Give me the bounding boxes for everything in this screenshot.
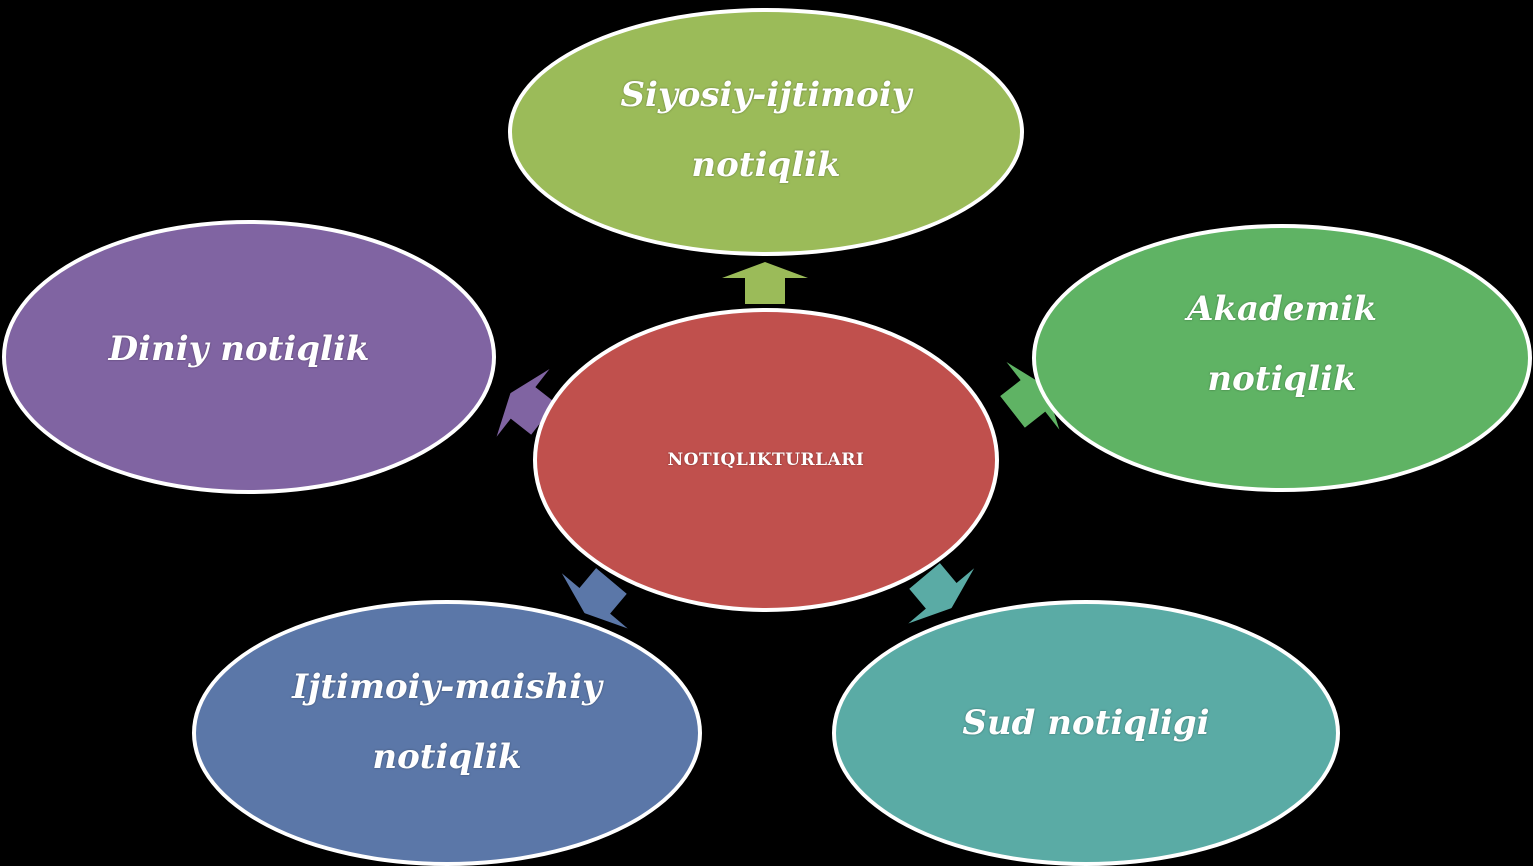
node-ijtimoiy-maishiy: Ijtimoiy-maishiy notiqlik [192, 600, 702, 866]
node-diniy: Diniy notiqlik [2, 220, 496, 494]
node-akademik: Akademik notiqlik [1032, 224, 1532, 492]
node-sud: Sud notiqligi [832, 600, 1340, 866]
node-label-line: notiqlik [372, 737, 522, 777]
arrow-shape [722, 262, 808, 304]
center-node: NOTIQLIKTURLARI [533, 308, 999, 612]
arrow-to-right-node [1000, 362, 1060, 430]
node-label-line: Ijtimoiy-maishiy [292, 667, 602, 707]
arrow-shape [561, 568, 628, 629]
node-label-line: Akademik [1187, 289, 1377, 329]
node-label-line: notiqlik [691, 145, 841, 185]
node-label-line: Diniy notiqlik [108, 329, 370, 369]
node-label-line: Siyosiy-ijtimoiy [620, 75, 912, 115]
arrow-to-bottom-left-node [561, 568, 628, 629]
node-siyosiy-ijtimoiy: Siyosiy-ijtimoiy notiqlik [508, 8, 1024, 256]
center-node-label: NOTIQLIKTURLARI [667, 450, 865, 470]
arrow-shape [1000, 362, 1060, 430]
arrow-to-bottom-right-node [908, 563, 975, 624]
node-label-line: Sud notiqligi [962, 703, 1210, 743]
node-label-line: notiqlik [1207, 359, 1357, 399]
arrow-shape [908, 563, 975, 624]
arrow-to-top-node [722, 262, 808, 304]
